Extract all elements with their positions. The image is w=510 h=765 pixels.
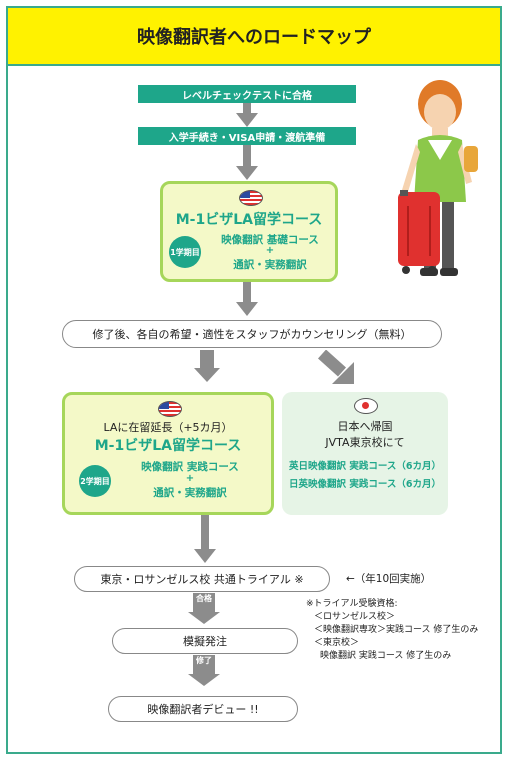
semester1-badge: 1学期目	[169, 236, 201, 268]
arrow-right-branch	[318, 350, 354, 384]
japan-course1: 英日映像翻訳 実践コース（6カ月）	[289, 461, 441, 472]
page-title: 映像翻訳者へのロードマップ	[6, 6, 502, 66]
complete-arrow-head	[188, 674, 220, 686]
complete-label: 修了	[196, 656, 212, 665]
arrow-4-head	[194, 549, 216, 563]
course2-header: LAに在留延長（+5カ月）	[103, 421, 233, 434]
japan-flag-icon	[354, 398, 378, 414]
complete-arrow	[193, 655, 215, 677]
arrow-2-head	[236, 166, 258, 180]
arrow-2	[243, 145, 251, 167]
arrow-1	[243, 103, 251, 115]
course2-line1: 映像翻訳 実践コース	[141, 461, 239, 473]
course1-plus: +	[265, 245, 275, 256]
arrow-left-branch	[200, 350, 214, 368]
course1-title: M-1ビザLA留学コース	[175, 212, 323, 228]
course1-line1: 映像翻訳 基礎コース	[221, 234, 319, 246]
pass-label: 合格	[196, 594, 212, 603]
course1-line2: 通訳・実務翻訳	[233, 259, 307, 271]
japan-line2: JVTA東京校にて	[325, 436, 405, 449]
tokyo-requirement: 映像翻訳 実践コース 修了生のみ	[320, 651, 452, 661]
trial-eligibility-title: ※トライアル受験資格:	[306, 599, 398, 609]
arrow-left-branch-head	[194, 368, 220, 382]
trial-pill: 東京・ロサンゼルス校 共通トライアル ※	[74, 566, 330, 592]
step-procedures: 入学手続き・VISA申請・渡航準備	[138, 127, 356, 145]
japan-box: 日本へ帰国 JVTA東京校にて 英日映像翻訳 実践コース（6カ月） 日英映像翻訳…	[282, 392, 448, 515]
arrow-3	[243, 282, 251, 302]
arrow-1-head	[236, 113, 258, 127]
us-flag-icon	[239, 190, 263, 206]
order-pill: 模擬発注	[112, 628, 298, 654]
course2-plus: +	[185, 473, 195, 484]
course2-box: LAに在留延長（+5カ月） M-1ビザLA留学コース 2学期目 映像翻訳 実践コ…	[62, 392, 274, 515]
traveler-illustration	[398, 80, 478, 276]
trial-annual: ←（年10回実施）	[346, 573, 432, 585]
arrow-3-head	[236, 302, 258, 316]
step-level-check: レベルチェックテストに合格	[138, 85, 356, 103]
course2-title: M-1ビザLA留学コース	[94, 438, 242, 454]
arrow-4	[201, 515, 209, 551]
la-school-label: ＜ロサンゼルス校＞	[314, 612, 396, 622]
japan-line1: 日本へ帰国	[337, 420, 393, 433]
debut-pill: 映像翻訳者デビュー !!	[108, 696, 298, 722]
japan-course2: 日英映像翻訳 実践コース（6カ月）	[289, 479, 441, 490]
us-flag-icon	[158, 401, 182, 417]
course2-line2: 通訳・実務翻訳	[153, 487, 227, 499]
counseling-pill: 修了後、各自の希望・適性をスタッフがカウンセリング（無料）	[62, 320, 442, 348]
la-requirement: ＜映像翻訳専攻＞実践コース 修了生のみ	[314, 625, 479, 635]
course1-box: M-1ビザLA留学コース 1学期目 映像翻訳 基礎コース + 通訳・実務翻訳	[160, 181, 338, 282]
pass-arrow-head	[188, 612, 220, 624]
pass-arrow	[193, 593, 215, 615]
semester2-badge: 2学期目	[79, 465, 111, 497]
tokyo-school-label: ＜東京校＞	[314, 638, 360, 648]
